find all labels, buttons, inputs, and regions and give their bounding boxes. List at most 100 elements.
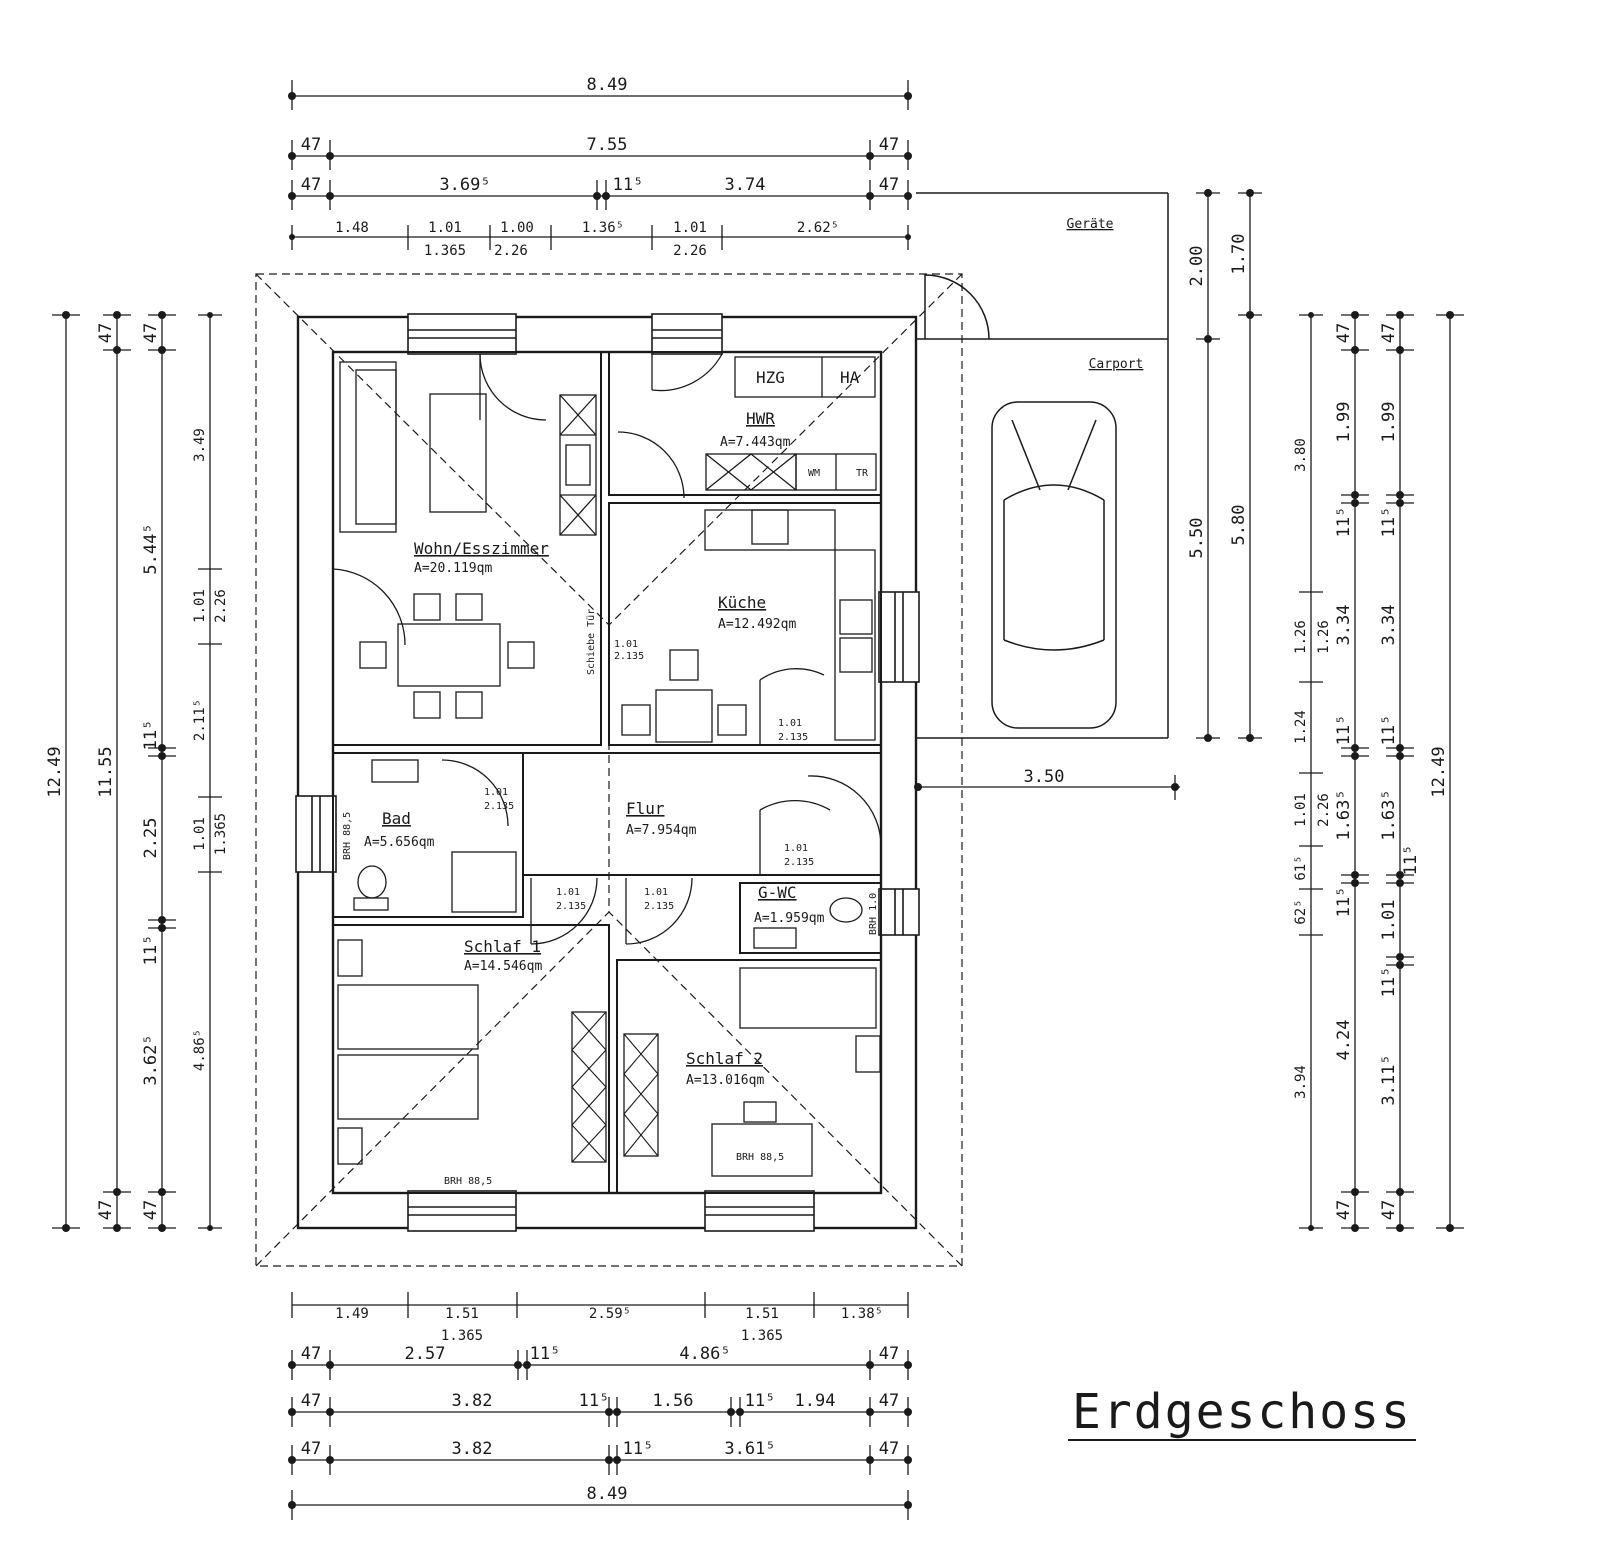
dim-right-colC-wall-top: 47 [1379, 323, 1399, 343]
dimension-dots-right [1308, 311, 1454, 1232]
room-label-wohn: Wohn/Esszimmer A=20.119qm [414, 539, 549, 576]
dim-bottom-r2-e: 47 [879, 1344, 899, 1364]
dim-carport-a: 2.00 [1187, 246, 1207, 287]
dim-bottom-r4-c: 11⁵ [623, 1439, 654, 1459]
windows [295, 313, 920, 1232]
room-area-wohn: A=20.119qm [414, 561, 492, 576]
dim-top-r3-a: 47 [301, 175, 321, 195]
door-w: 1.01 [778, 718, 802, 729]
room-name-wohn: Wohn/Esszimmer [414, 539, 549, 558]
dim-bottom-r1-a: 1.49 [335, 1306, 369, 1322]
roof-outline [255, 273, 963, 1267]
dim-right-colB-b: 11⁵ [1334, 507, 1354, 538]
dim-left-col2-b: 11⁵ [141, 720, 161, 751]
dim-right-colA-c: 1.24 [1293, 710, 1309, 744]
dim-right-colC-wall-bottom: 47 [1379, 1200, 1399, 1220]
dim-bottom-r3-b: 3.82 [452, 1391, 493, 1411]
room-area-flur: A=7.954qm [626, 823, 697, 838]
dim-top-r4-c: 1.00 [500, 220, 534, 236]
room-label-kueche: Küche A=12.492qm [718, 593, 796, 632]
dim-bottom-r2-a: 47 [301, 1344, 321, 1364]
label-brh-schlaf2: BRH 88,5 [736, 1152, 784, 1163]
carport-structure [916, 192, 1169, 739]
dim-top-r3-e: 47 [879, 175, 899, 195]
room-area-kueche: A=12.492qm [718, 617, 796, 632]
dim-left-col3-d: 2.11⁵ [192, 699, 208, 741]
dim-left-col3-b: 1.01 [192, 589, 208, 623]
label-brh-schlaf1: BRH 88,5 [444, 1176, 492, 1187]
dim-top-wall-left: 47 [301, 135, 321, 155]
dim-carport-c: 1.70 [1229, 234, 1249, 275]
dim-left-col3-a: 3.49 [192, 428, 208, 462]
room-label-bad: Bad A=5.656qm [364, 809, 435, 850]
dim-right-colC-c: 3.34 [1379, 605, 1399, 646]
dim-bottom-r1-c: 2.59⁵ [589, 1306, 631, 1322]
dim-left-col2-e: 3.62⁵ [141, 1034, 161, 1085]
dim-top-r4-e: 1.01 [673, 220, 707, 236]
room-label-schlaf1: Schlaf 1 A=14.546qm [464, 937, 542, 974]
dim-left-wall-bottom: 47 [96, 1200, 116, 1220]
door-w: 1.01 [784, 843, 808, 854]
dim-top-r4b-a: 1.365 [424, 243, 466, 259]
dim-right-colA-b: 1.26 [1293, 620, 1309, 654]
dim-right-colB-g: 4.24 [1334, 1020, 1354, 1061]
dim-right-colC-d: 11⁵ [1379, 715, 1399, 746]
door-w: 1.01 [644, 887, 668, 898]
dim-right-colA-g: 3.94 [1293, 1065, 1309, 1099]
dim-bottom-r3-a: 47 [301, 1391, 321, 1411]
furniture [337, 356, 881, 1177]
room-area-schlaf1: A=14.546qm [464, 959, 542, 974]
door-swings [332, 353, 882, 945]
dim-bottom-total: 8.49 [587, 1484, 628, 1504]
room-label-flur: Flur A=7.954qm [626, 799, 697, 838]
door-h: 2.135 [614, 651, 644, 662]
dim-left-col2-d: 11⁵ [141, 935, 161, 966]
dim-bottom-r4-e: 47 [879, 1439, 899, 1459]
dim-right-colC-g: 1.01 [1379, 900, 1399, 941]
dim-top-r4b-b: 2.26 [494, 243, 528, 259]
dim-right-colB2-a: 1.26 [1316, 620, 1332, 654]
dim-bottom-r1-e: 1.38⁵ [841, 1306, 883, 1322]
dim-bottom-r2-b: 2.57 [405, 1344, 446, 1364]
door-w: 1.01 [614, 639, 638, 650]
dim-right-colA-f: 62⁵ [1293, 899, 1309, 924]
room-area-bad: A=5.656qm [364, 835, 435, 850]
wardrobe-crosses [571, 1011, 659, 1163]
dim-top-wall-right: 47 [879, 135, 899, 155]
door-label-kueche-2: 1.01 2.135 [778, 718, 808, 743]
dim-right-colB-e: 1.63⁵ [1334, 789, 1354, 840]
door-label-kueche-1: 1.01 2.135 [614, 639, 644, 662]
door-label-schlaf2: 1.01 2.135 [644, 887, 674, 912]
dim-left-inner: 11.55 [96, 746, 116, 797]
dimension-dots-top [288, 92, 912, 240]
dim-right-colB-c: 3.34 [1334, 605, 1354, 646]
dim-top-inner: 7.55 [587, 135, 628, 155]
dim-left-col3-c: 2.26 [213, 589, 229, 623]
dim-top-total: 8.49 [587, 75, 628, 95]
dim-carport-b: 5.50 [1187, 518, 1207, 559]
dim-bottom-r1b-a: 1.365 [441, 1328, 483, 1344]
room-area-schlaf2: A=13.016qm [686, 1073, 764, 1088]
dim-left-col3-e: 1.01 [192, 817, 208, 851]
dim-right-colB2-b: 2.26 [1316, 793, 1332, 827]
room-name-schlaf2: Schlaf 2 [686, 1049, 763, 1068]
dim-bottom-r3-c: 11⁵ [579, 1391, 610, 1411]
dim-left-wall-top: 47 [96, 323, 116, 343]
dim-left-col2-c: 2.25 [141, 818, 161, 859]
door-h: 2.135 [484, 801, 514, 812]
room-name-gwc: G-WC [758, 883, 797, 902]
room-name-flur: Flur [626, 799, 665, 818]
label-schiebetuer: Schiebe Tür [586, 609, 597, 675]
dimension-dots-carport [914, 189, 1254, 791]
dimension-dots-left [62, 311, 213, 1232]
dim-top-r4-d: 1.36⁵ [582, 220, 624, 236]
door-w: 1.01 [556, 887, 580, 898]
door-h: 2.135 [784, 857, 814, 868]
label-tr: TR [856, 468, 869, 479]
dim-right-colC-a: 1.99 [1379, 402, 1399, 443]
door-label-bad: 1.01 2.135 [484, 787, 514, 812]
dim-bottom-r2-c: 11⁵ [530, 1344, 561, 1364]
dim-left-col2-wall-top: 47 [141, 323, 161, 343]
door-label-gwc: 1.01 2.135 [784, 843, 814, 868]
inner-walls [332, 351, 882, 1194]
